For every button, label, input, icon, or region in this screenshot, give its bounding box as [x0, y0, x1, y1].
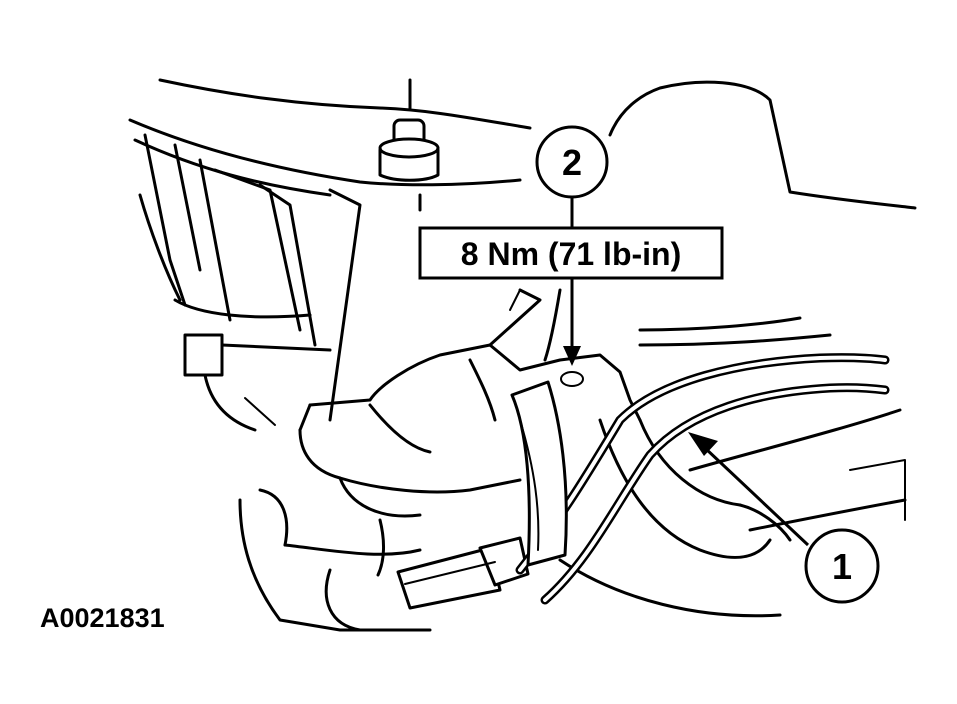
callout-2: 2: [535, 125, 609, 228]
left-bracket: [138, 133, 362, 432]
figure-id: A0021831: [40, 603, 165, 633]
callout-label-1: 1: [832, 546, 852, 587]
torque-spec-text: 8 Nm (71 lb-in): [461, 236, 681, 272]
callout-circle-1: [804, 528, 880, 604]
callout-1: 1: [688, 432, 880, 604]
callout-label-2: 2: [562, 142, 582, 183]
leader-arrow-1: [688, 432, 718, 456]
leader-line-1: [703, 446, 810, 547]
connector-plug: [396, 536, 530, 610]
wiring-harness: [515, 353, 890, 605]
torque-spec-box: 8 Nm (71 lb-in): [418, 226, 724, 280]
lower-structure: [238, 418, 792, 632]
sensor-housing: [298, 288, 642, 518]
engine-block-outline: [128, 78, 917, 532]
torque-arrow: [563, 278, 581, 366]
retaining-clip: [510, 380, 568, 567]
stud-bolt: [378, 118, 440, 212]
